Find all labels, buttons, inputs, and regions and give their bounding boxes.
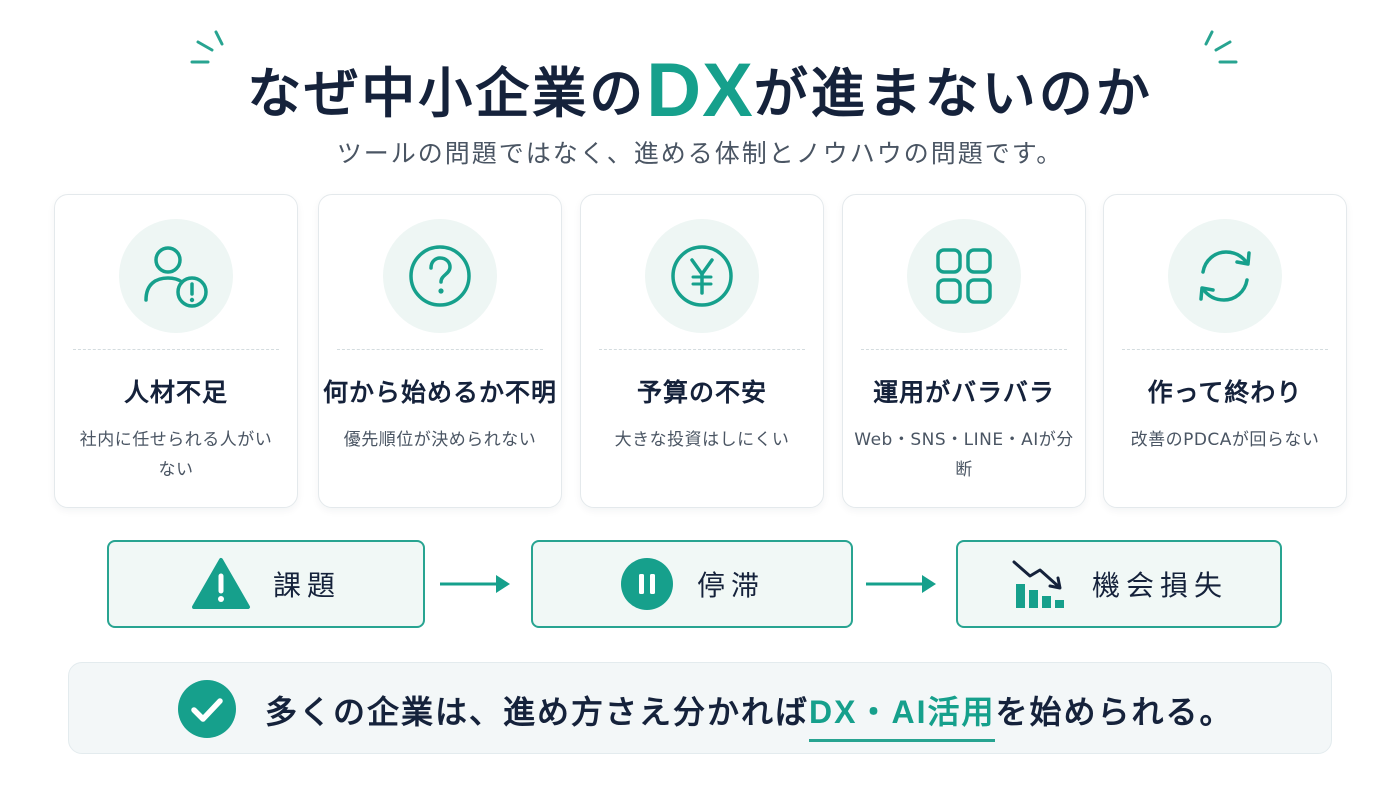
- card-description: 社内に任せられる人がいない: [79, 430, 273, 480]
- card-title: 運用がバラバラ: [873, 378, 1055, 407]
- card-icon-wrap: [645, 219, 759, 333]
- problem-card-fragmented: 運用がバラバラ Web・SNS・LINE・AIが分断: [842, 194, 1086, 508]
- warning-icon: [191, 558, 250, 609]
- grid-apps-icon: [936, 248, 992, 304]
- title-text-post: が進まないのか: [753, 62, 1153, 125]
- check-circle-icon: [178, 680, 236, 738]
- question-icon: [409, 245, 471, 307]
- page-title: なぜ中小企業のDXが進まないのか: [247, 46, 1153, 139]
- card-divider: [73, 349, 279, 350]
- problem-card-no-improvement: 作って終わり 改善のPDCAが回らない: [1103, 194, 1347, 508]
- card-title: 作って終わり: [1147, 378, 1303, 407]
- card-description: 優先順位が決められない: [343, 430, 537, 450]
- flow-step-stagnation: 停滞: [531, 540, 853, 628]
- card-icon-wrap: [119, 219, 233, 333]
- conclusion-text: 多くの企業は、進め方さえ分かればDX・AI活用を始められる。: [265, 687, 1234, 733]
- title-text-pre: なぜ中小企業の: [247, 62, 647, 125]
- arrow-right-icon: [440, 575, 510, 593]
- flow-step-issue: 課題: [107, 540, 425, 628]
- flow-label: 課題: [272, 569, 341, 602]
- card-description: Web・SNS・LINE・AIが分断: [854, 430, 1074, 480]
- arrow-right-icon: [866, 575, 936, 593]
- card-icon-wrap: [383, 219, 497, 333]
- card-description: 大きな投資はしにくい: [614, 430, 790, 450]
- title-accent-dx: DX: [646, 48, 754, 133]
- card-divider: [861, 349, 1067, 350]
- declining-chart-icon: [1012, 560, 1064, 608]
- problem-card-unclear-start: 何から始めるか不明 優先順位が決められない: [318, 194, 562, 508]
- yen-icon: [671, 245, 733, 307]
- problem-card-staff: 人材不足 社内に任せられる人がいない: [54, 194, 298, 508]
- conclusion-text-post: を始められる。: [995, 693, 1234, 731]
- card-divider: [1122, 349, 1328, 350]
- flow-step-lost-opportunity: 機会損失: [956, 540, 1282, 628]
- page-subtitle: ツールの問題ではなく、進める体制とノウハウの問題です。: [336, 139, 1064, 168]
- conclusion-banner: 多くの企業は、進め方さえ分かればDX・AI活用を始められる。: [68, 662, 1332, 754]
- conclusion-text-pre: 多くの企業は、進め方さえ分かれば: [265, 693, 810, 731]
- card-title: 何から始めるか不明: [322, 378, 557, 407]
- card-description: 改善のPDCAが回らない: [1130, 430, 1320, 450]
- pause-icon: [620, 558, 673, 610]
- card-icon-wrap: [907, 219, 1021, 333]
- user-alert-icon: [144, 246, 208, 308]
- sparkle-left-icon: [190, 30, 224, 64]
- card-divider: [337, 349, 543, 350]
- card-title: 人材不足: [123, 378, 228, 407]
- conclusion-highlight: DX・AI活用: [809, 694, 996, 730]
- flow-label: 停滞: [696, 569, 765, 602]
- page-title-container: なぜ中小企業のDXが進まないのか: [0, 46, 1400, 146]
- flow-label: 機会損失: [1091, 569, 1228, 602]
- problem-card-budget: 予算の不安 大きな投資はしにくい: [580, 194, 824, 508]
- sparkle-right-icon: [1204, 30, 1238, 64]
- card-icon-wrap: [1168, 219, 1282, 333]
- card-title: 予算の不安: [636, 378, 767, 407]
- refresh-cycle-icon: [1199, 250, 1251, 302]
- card-divider: [599, 349, 805, 350]
